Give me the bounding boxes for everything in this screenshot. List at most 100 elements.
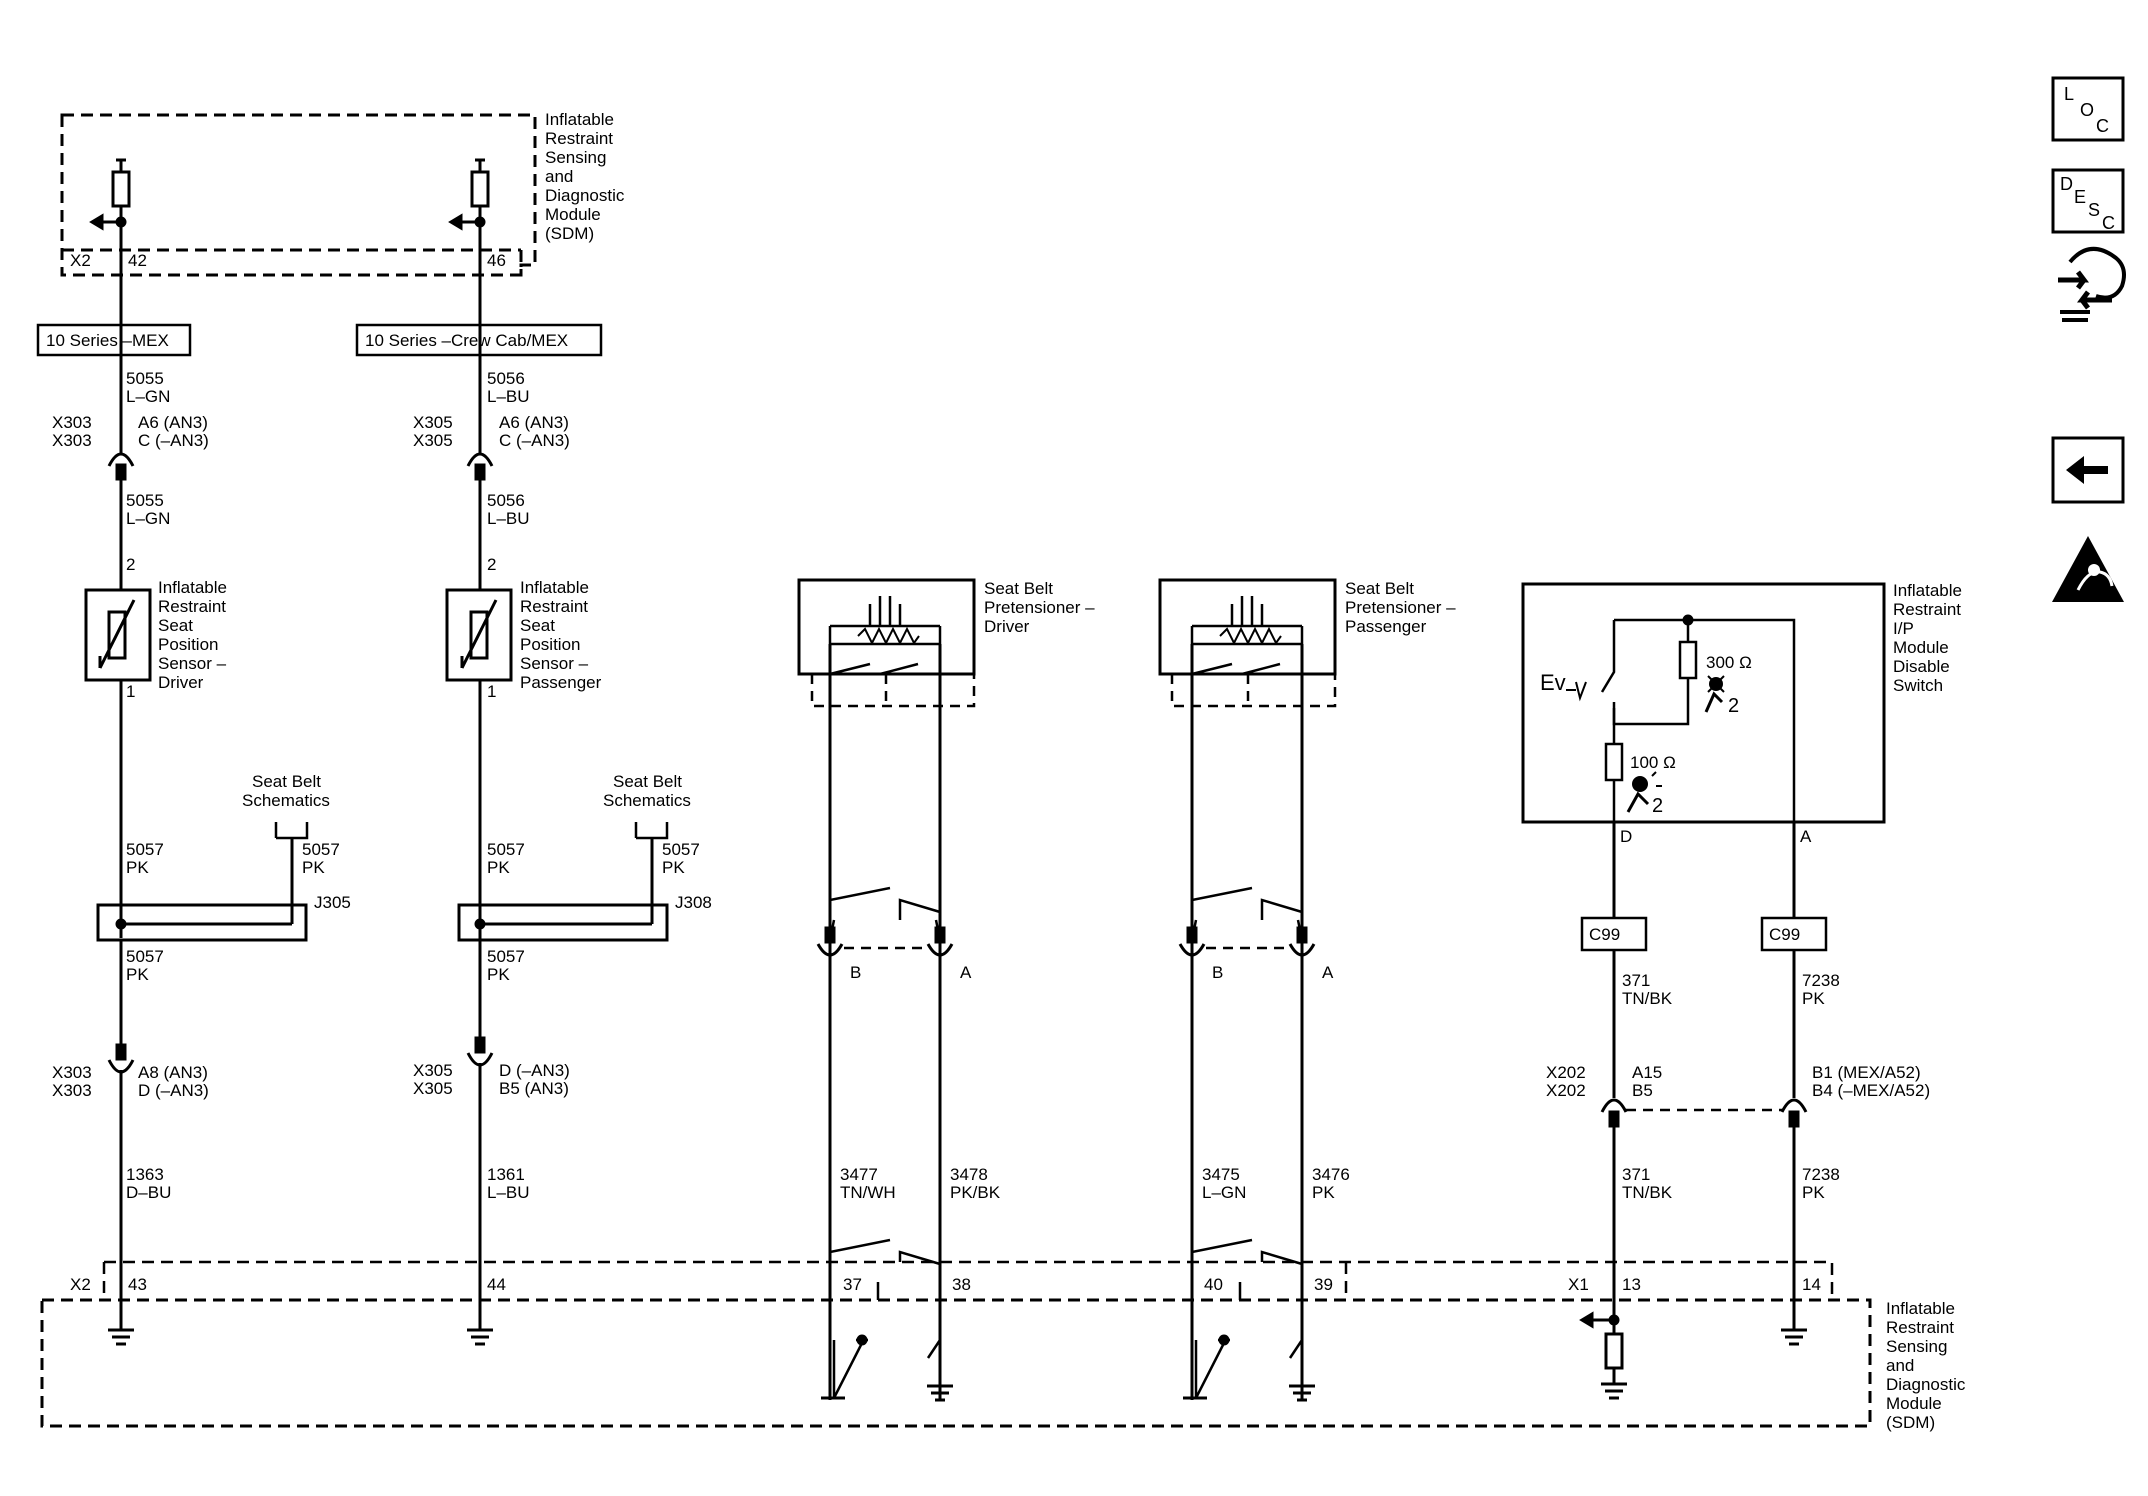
switch-wire-left-lower-num: 371 (1622, 1165, 1650, 1184)
pretensioner-passenger-wire-left-num: 3475 (1202, 1165, 1240, 1184)
passenger-sdm-pin: 44 (487, 1275, 506, 1294)
driver-wire-a-color: PK (126, 858, 149, 877)
disable-switch-pin-d: D (1620, 827, 1632, 846)
series-tag-right (355, 323, 603, 357)
switch-wire-left-upper-color: TN/BK (1622, 989, 1673, 1008)
passenger-wire-a-color: PK (487, 858, 510, 877)
sdm-top-label-0: Inflatable (545, 110, 614, 129)
driver-sensor-line-2: Seat (158, 616, 193, 635)
passenger-sensor-line-2: Seat (520, 616, 555, 635)
sdm-top-pin-46: 46 (487, 251, 506, 270)
driver-wire-c-num: 5057 (126, 947, 164, 966)
back-arrow-icon[interactable] (2051, 436, 2125, 504)
passenger-sensor-line-1: Restraint (520, 597, 588, 616)
pretensioner-driver-wire-left-num: 3477 (840, 1165, 878, 1184)
connector-tool-icon[interactable] (2058, 247, 2126, 322)
driver-conn-a-id-0: X303 (52, 413, 92, 432)
x202-right-pin-0: B1 (MEX/A52) (1812, 1063, 1921, 1082)
disable-switch-label-0: Inflatable (1893, 581, 1962, 600)
driver-sensor-line-4: Sensor – (158, 654, 227, 673)
c99-label-left: C99 (1589, 925, 1620, 944)
passenger-conn-b-pin-0: D (–AN3) (499, 1061, 570, 1080)
sdm-top-label-2: Sensing (545, 148, 606, 167)
series-label-right: 10 Series –Crew Cab/MEX (365, 331, 568, 350)
sdm-top-label-4: Diagnostic (545, 186, 625, 205)
sdm-bottom-pin-13: 13 (1622, 1275, 1641, 1294)
driver-conn-b-pin-1: D (–AN3) (138, 1081, 209, 1100)
pretensioner-passenger-wire-right-num: 3476 (1312, 1165, 1350, 1184)
sdm-top-outline (60, 113, 537, 277)
sdm-bottom-label-5: Module (1886, 1394, 1942, 1413)
passenger-wire-upper-color: L–BU (487, 387, 530, 406)
driver-wire-lower-num: 1363 (126, 1165, 164, 1184)
sdm-top-connector: X2 (70, 251, 91, 270)
pretensioner-passenger-block (1158, 578, 1337, 708)
passenger-wire-mid-color: L–BU (487, 509, 530, 528)
driver-conn-b-pin-0: A8 (AN3) (138, 1063, 208, 1082)
pretensioner-driver-sdm-pin-left: 37 (843, 1275, 862, 1294)
disable-switch-label-3: Module (1893, 638, 1949, 657)
svg-text:S: S (2088, 200, 2100, 220)
sdm-top-label-6: (SDM) (545, 224, 594, 243)
x202-right-pin-1: B4 (–MEX/A52) (1812, 1081, 1930, 1100)
pretensioner-driver-label-1: Pretensioner – (984, 598, 1095, 617)
switch-wire-right-lower-num: 7238 (1802, 1165, 1840, 1184)
driver-wire-b-color: PK (302, 858, 325, 877)
sdm-fuse-left-icon (89, 158, 131, 231)
airbag-off-number: 2 (1728, 695, 1739, 717)
driver-splice: J305 (314, 893, 351, 912)
passenger-conn-b-id-1: X305 (413, 1079, 453, 1098)
svg-text:L: L (2064, 84, 2074, 104)
pretensioner-passenger-wire-right-color: PK (1312, 1183, 1335, 1202)
passenger-wire-b-color: PK (662, 858, 685, 877)
passenger-wire-b-num: 5057 (662, 840, 700, 859)
switch-wire-right-upper-num: 7238 (1802, 971, 1840, 990)
passenger-sensor-pin-bottom: 1 (487, 682, 496, 701)
passenger-wire-c-num: 5057 (487, 947, 525, 966)
passenger-wire-lower-num: 1361 (487, 1165, 525, 1184)
passenger-wire-upper-num: 5056 (487, 369, 525, 388)
passenger-sensor-line-5: Passenger (520, 673, 602, 692)
driver-sensor-line-3: Position (158, 635, 218, 654)
driver-sdm-pin: 43 (128, 1275, 147, 1294)
pretensioner-passenger-terminal-b: B (1212, 963, 1223, 982)
pretensioner-passenger-wire-left-color: L–GN (1202, 1183, 1246, 1202)
svg-text:C: C (2102, 213, 2115, 233)
passenger-wire-c-color: PK (487, 965, 510, 984)
passenger-wire-lower-color: L–BU (487, 1183, 530, 1202)
passenger-conn-a-id-0: X305 (413, 413, 453, 432)
pretensioner-driver-label-2: Driver (984, 617, 1030, 636)
driver-wire-c-color: PK (126, 965, 149, 984)
pretensioner-passenger-terminal-a: A (1322, 963, 1334, 982)
pretensioner-passenger-sdm-pin-right: 39 (1314, 1275, 1333, 1294)
pretensioner-driver-block (797, 578, 976, 708)
series-label-left: 10 Series –MEX (46, 331, 169, 350)
series-tag-left (36, 323, 192, 357)
passenger-conn-b-id-0: X305 (413, 1061, 453, 1080)
sdm-top-label-5: Module (545, 205, 601, 224)
switch-wire-right-upper-color: PK (1802, 989, 1825, 1008)
passenger-seatbelt-ref-0: Seat Belt (613, 772, 682, 791)
sdm-top-label-3: and (545, 167, 573, 186)
sdm-bottom-pin-14: 14 (1802, 1275, 1821, 1294)
loc-icon[interactable]: L O C (2051, 76, 2125, 142)
airbag-warning-icon[interactable] (2052, 536, 2124, 602)
sdm-top-label-1: Restraint (545, 129, 613, 148)
driver-position-sensor (84, 588, 152, 682)
pretensioner-driver-terminal-a: A (960, 963, 972, 982)
airbag-off-icon (1704, 675, 1725, 713)
disable-switch-block (1521, 582, 1886, 824)
sdm-bottom-connector-x2: X2 (70, 1275, 91, 1294)
passenger-conn-a-pin-1: C (–AN3) (499, 431, 570, 450)
driver-conn-a-id-1: X303 (52, 431, 92, 450)
disable-switch-pin-a: A (1800, 827, 1812, 846)
passenger-sensor-pin-top: 2 (487, 555, 496, 574)
switch-wire-left-lower-color: TN/BK (1622, 1183, 1673, 1202)
passenger-wire-a-num: 5057 (487, 840, 525, 859)
pretensioner-driver-wire-left-color: TN/WH (840, 1183, 896, 1202)
driver-wire-b-num: 5057 (302, 840, 340, 859)
sdm-bottom-label-6: (SDM) (1886, 1413, 1935, 1432)
driver-conn-a-pin-1: C (–AN3) (138, 431, 209, 450)
desc-icon[interactable]: D E S C (2051, 168, 2125, 234)
